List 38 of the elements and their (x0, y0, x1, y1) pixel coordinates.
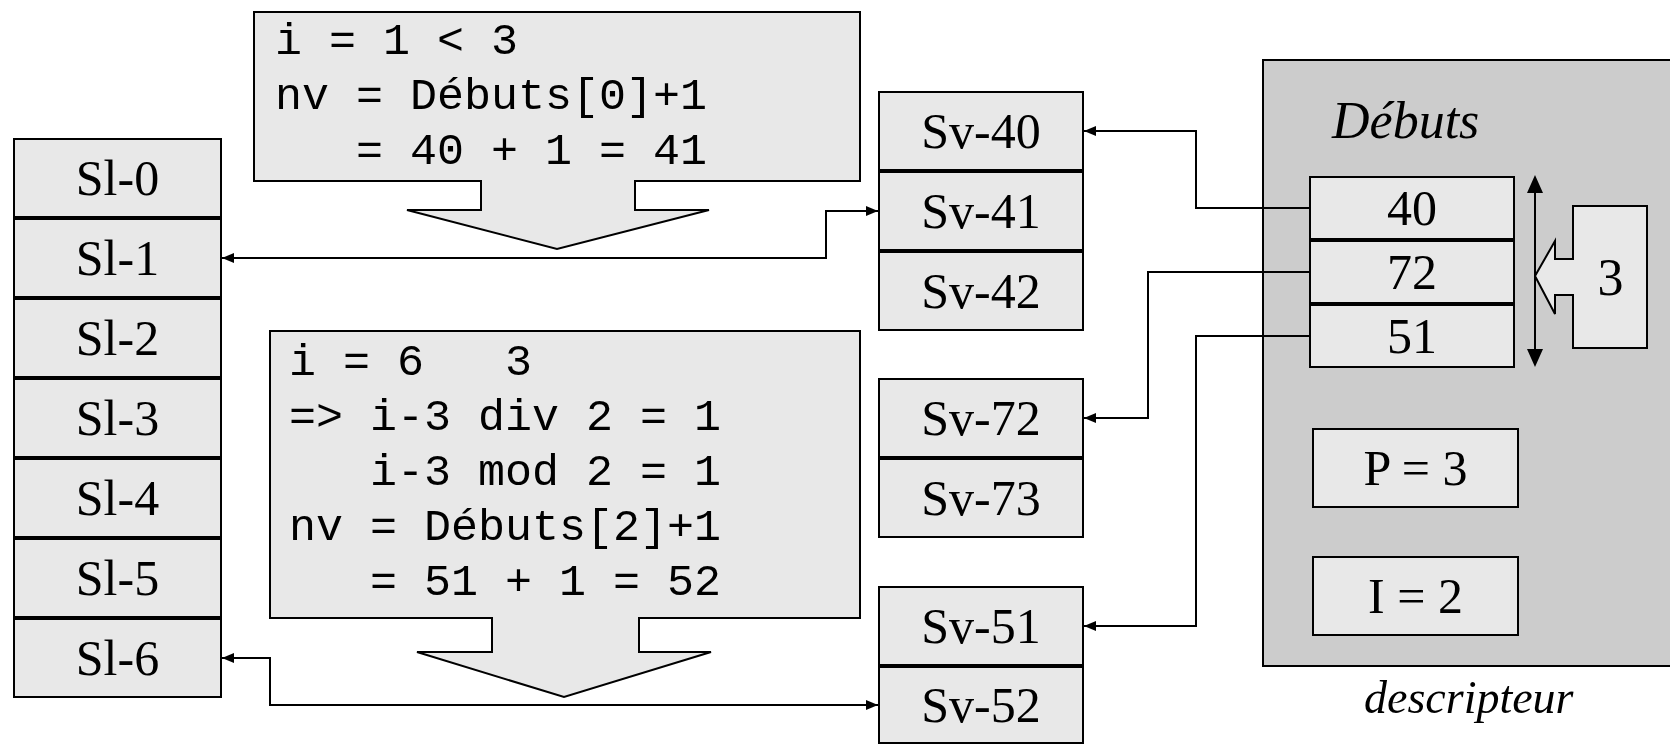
arrow (221, 206, 879, 263)
arrow (1083, 335, 1310, 631)
code-line: i = 6 3 (289, 337, 533, 391)
arrow (221, 653, 879, 710)
code-line: nv = Débuts[0]+1 (275, 71, 708, 125)
memory-cell: 40 (1309, 176, 1515, 240)
code-line: i = 1 < 3 (275, 16, 519, 70)
memory-cell: Sv-42 (878, 251, 1084, 331)
memory-cell: 72 (1309, 240, 1515, 304)
memory-cell: Sv-51 (878, 586, 1084, 666)
memory-cell: Sv-72 (878, 378, 1084, 458)
memory-cell: Sv-52 (878, 666, 1084, 744)
count-value: 3 (1596, 247, 1625, 308)
panel-caption: descripteur (1364, 671, 1574, 724)
code-line: => i-3 div 2 = 1 (289, 392, 722, 446)
arrow (1083, 271, 1310, 423)
code-line: = 51 + 1 = 52 (370, 557, 722, 611)
memory-cell: Sl-4 (13, 458, 222, 538)
memory-cell: Sl-3 (13, 378, 222, 458)
memory-cell: Sv-73 (878, 458, 1084, 538)
memory-cell: Sl-1 (13, 218, 222, 298)
memory-cell: Sl-6 (13, 618, 222, 698)
code-line: i-3 mod 2 = 1 (370, 447, 722, 501)
memory-cell: Sv-41 (878, 171, 1084, 251)
note-callout (253, 11, 861, 250)
code-line: nv = Débuts[2]+1 (289, 502, 722, 556)
memory-cell: I = 2 (1312, 556, 1519, 636)
memory-cell: Sl-2 (13, 298, 222, 378)
arrow (1083, 126, 1310, 209)
pointer-box (1534, 205, 1648, 349)
memory-cell: 51 (1309, 304, 1515, 368)
memory-cell: Sl-5 (13, 538, 222, 618)
note-callout (269, 330, 861, 698)
memory-cell: Sv-40 (878, 91, 1084, 171)
memory-cell: P = 3 (1312, 428, 1519, 508)
code-line: = 40 + 1 = 41 (356, 126, 708, 180)
array-title: Débuts (1332, 91, 1480, 150)
memory-cell: Sl-0 (13, 138, 222, 218)
